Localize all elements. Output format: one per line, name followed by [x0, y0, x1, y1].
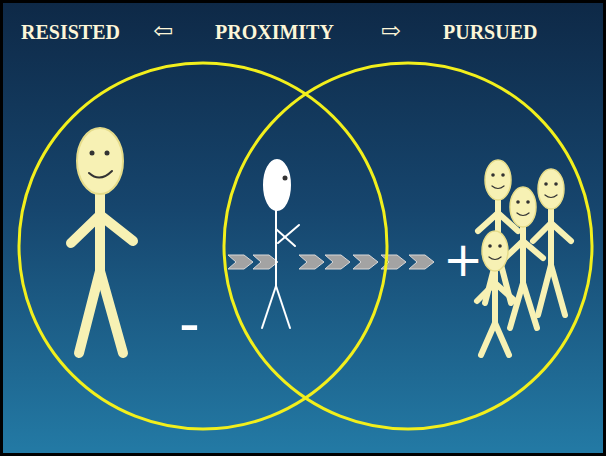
heading-word: RESISTED [21, 22, 120, 42]
figure-group [477, 160, 571, 355]
direction-arrow: ⇨ [381, 19, 401, 43]
plus-sign: + [443, 235, 483, 283]
minus-sign: - [179, 295, 200, 353]
small-stick-figure [262, 160, 299, 328]
direction-arrow: ⇦ [153, 19, 173, 43]
illustration [3, 3, 603, 453]
heading-word: PROXIMITY [215, 22, 334, 42]
chevron-arrow [228, 255, 434, 269]
heading-word: PURSUED [443, 22, 537, 42]
venn-circles [19, 63, 592, 429]
large-stick-figure [71, 128, 133, 353]
